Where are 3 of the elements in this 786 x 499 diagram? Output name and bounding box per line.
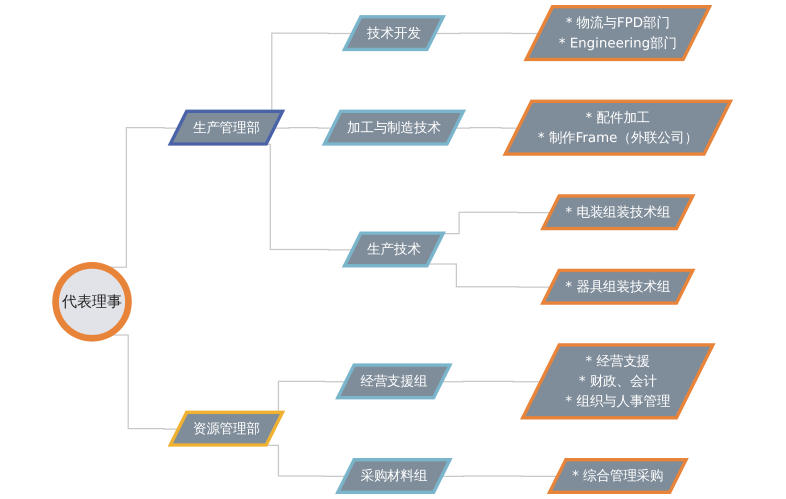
node-circle: 代表理事 <box>52 262 132 342</box>
connector <box>274 127 333 129</box>
connector <box>428 263 552 288</box>
